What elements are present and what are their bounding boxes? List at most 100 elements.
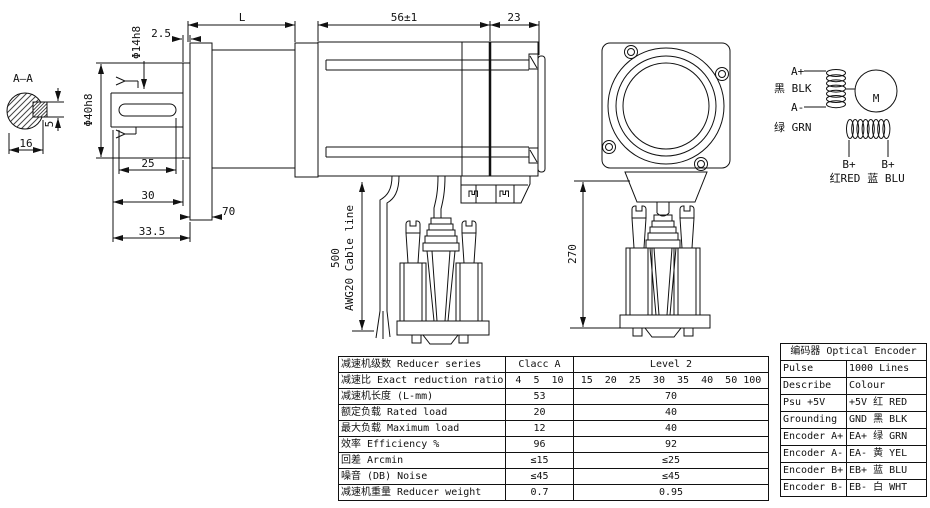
dim-label-30: 30 [141,189,154,202]
table-row: 减速机级数 Reducer series Clacc A Level 2 [338,356,769,373]
dim-label-56: 56±1 [391,11,418,24]
motor-front-view [570,42,731,338]
table-row: 效率 Efficiency % 96 92 [338,436,769,453]
table-row: Encoder A- EA- 黄 YEL [780,445,928,463]
roughness-symbol [115,76,139,88]
keyway-slot [118,103,177,117]
dim-label-500: 500 [329,248,342,268]
efficiency-level-2: 92 [573,436,769,453]
encoder-b-plus-label: Encoder B+ [780,462,847,480]
wiring-diagram [804,69,898,157]
keyway-section [32,101,48,118]
wire-label-a-plus: A+ [791,65,805,78]
encoder-b-minus-value: EB- 白 WHT [845,479,928,497]
motor-flange-plate [294,42,319,178]
efficiency-class-a: 96 [505,436,574,453]
dim-label-23: 23 [507,11,520,24]
backlash-label: 回差 Arcmin [338,452,506,469]
wire-label-a-minus: A- [791,101,804,114]
weight-label: 减速机重量 Reducer weight [338,484,506,501]
backlash-class-a: ≤15 [505,452,574,469]
front-flange-square [601,42,731,169]
motor-symbol-circle [854,69,898,113]
table-row: 减速机重量 Reducer weight 0.7 0.95 [338,484,769,501]
shaft-detail-view [96,35,222,242]
reduction-ratio-label: 减速比 Exact reduction ratio [338,372,506,389]
dim-label-25: 25 [141,157,154,170]
pulse-label: Pulse [780,360,847,378]
reducer-series-label: 减速机级数 Reducer series [338,356,506,373]
dim-label-phi14h8: Φ14h8 [130,26,143,59]
table-row: 额定负载 Rated load 20 40 [338,404,769,421]
reducer-length-level-2: 70 [573,388,769,405]
max-load-label: 最大负载 Maximum load [338,420,506,437]
pulse-value: 1000 Lines [845,360,928,378]
rated-load-class-a: 20 [505,404,574,421]
reducer-series-level-2: Level 2 [573,356,769,373]
bare-wires [375,310,391,339]
rated-load-level-2: 40 [573,404,769,421]
phase-a-coil [826,69,846,109]
dim-label-L: L [239,11,246,24]
wire-color-blu: 蓝 BLU [867,172,905,185]
table-row: Describe Colour [780,377,928,395]
gearbox-body [211,49,296,169]
section-label: A—A [13,72,33,85]
reduction-ratio-level-2: 15 20 25 30 35 40 50 100 [573,372,769,389]
output-flange [189,42,213,221]
encoder-a-plus-label: Encoder A+ [780,428,847,446]
noise-level-2: ≤45 [573,468,769,485]
max-load-class-a: 12 [505,420,574,437]
reducer-series-class-a: Clacc A [505,356,574,373]
motor-body [317,41,539,177]
cable-left [379,175,393,311]
weight-class-a: 0.7 [505,484,574,501]
dim-label-2-5: 2.5 [151,27,171,40]
reducer-length-class-a: 53 [505,388,574,405]
psu-label: Psu +5V [780,394,847,412]
dim-label-70: 70 [222,205,235,218]
cable-right [433,175,439,218]
table-row: 噪音 (DB) Noise ≤45 ≤45 [338,468,769,485]
wire-label-b-plus-left: B+ [842,158,856,171]
noise-label: 噪音 (DB) Noise [338,468,506,485]
table-row: 减速机长度 (L-mm) 53 70 [338,388,769,405]
cable-left [386,175,400,311]
wire-label-b-plus-right: B+ [881,158,895,171]
table-row: Encoder A+ EA+ 绿 GRN [780,428,928,446]
encoder-a-minus-label: Encoder A- [780,445,847,463]
connector-assembly-side [396,217,490,345]
wire-color-grn: 绿 GRN [774,120,812,134]
dim-label-16: 16 [19,137,32,150]
motor-cables [352,175,531,345]
table-row: Encoder B- EB- 白 WHT [780,479,928,497]
rated-load-label: 额定负载 Rated load [338,404,506,421]
table-row: 编码器 Optical Encoder [779,343,928,361]
reducer-spec-table: 减速机级数 Reducer series Clacc A Level 2 减速比… [338,356,769,501]
table-row: Psu +5V +5V 红 RED [780,394,928,412]
encoder-a-plus-value: EA+ 绿 GRN [845,428,928,446]
table-row: 回差 Arcmin ≤15 ≤25 [338,452,769,469]
encoder-a-minus-value: EA- 黄 YEL [845,445,928,463]
describe-label: Describe [780,377,847,395]
encoder-table-title: 编码器 Optical Encoder [779,343,928,361]
motor-end-cap [537,55,546,173]
reduction-ratio-class-a: 4 5 10 [505,372,574,389]
encoder-spec-table: 编码器 Optical Encoder Pulse 1000 Lines Des… [779,343,928,497]
table-row: Encoder B+ EB+ 蓝 BLU [780,462,928,480]
connector-assembly-front [619,205,711,338]
efficiency-label: 效率 Efficiency % [338,436,506,453]
noise-class-a: ≤45 [505,468,574,485]
cable-gland-housing [624,171,708,203]
dim-label-5: 5 [43,121,56,128]
dim-label-270: 270 [566,244,579,264]
max-load-level-2: 40 [573,420,769,437]
table-row: 减速比 Exact reduction ratio 4 5 10 15 20 2… [338,372,769,389]
wire-color-blk: 黑 BLK [774,82,812,95]
reducer-length-label: 减速机长度 (L-mm) [338,388,506,405]
grounding-label: Grounding [780,411,847,429]
wire-color-red: 红RED [830,172,861,185]
bolt-hole [602,45,729,171]
